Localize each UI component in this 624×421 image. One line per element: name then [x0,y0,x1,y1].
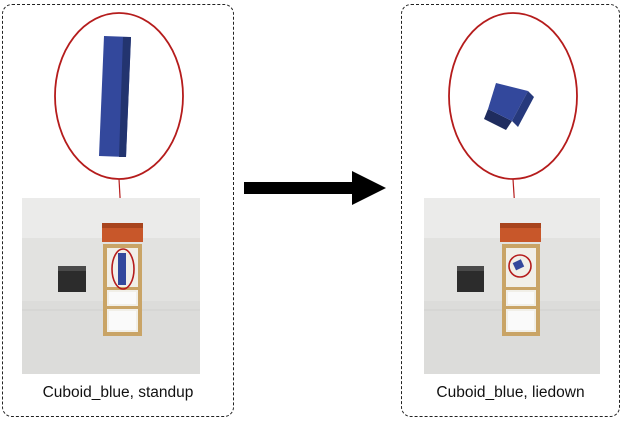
after-caption: Cuboid_blue, liedown [436,384,585,401]
blue-cuboid [512,259,525,271]
before-caption: Cuboid_blue, standup [42,384,194,401]
before-panel: Cuboid_blue, standup [2,4,234,417]
scene-photo [22,198,200,374]
after-panel: Cuboid_blue, liedown [401,4,620,417]
scene-photo [424,198,600,374]
zoomed-cuboid-shade [119,37,131,157]
highlight-circle [111,248,135,290]
after-scene [424,12,600,374]
highlight-circle [508,254,532,278]
transition-arrow-icon [244,171,386,205]
before-scene [22,12,200,374]
zoomed-cuboid-lying [484,83,534,130]
blue-cuboid [118,253,126,285]
